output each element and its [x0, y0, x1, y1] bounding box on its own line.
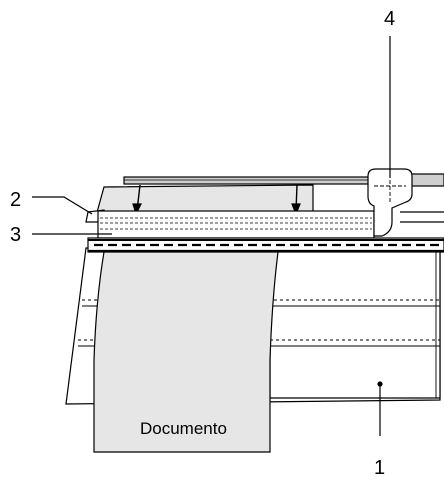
- paper-sheet-front: [269, 249, 441, 399]
- document-body: [93, 251, 279, 453]
- callout-1: 1: [374, 457, 385, 477]
- arrow-head-left: [132, 203, 142, 216]
- leader-dot-1: [377, 381, 383, 387]
- leader-lines: [32, 36, 391, 436]
- knob-body: [367, 168, 413, 237]
- leader-line-2: [32, 196, 93, 215]
- paper-guide-2: [85, 209, 375, 239]
- callout-4: 4: [384, 8, 395, 30]
- paper-guide-body: [97, 210, 375, 239]
- document-label: Documento: [140, 419, 227, 438]
- rail-extension: [407, 173, 444, 187]
- callout-3: 3: [10, 224, 21, 246]
- perforated-bar: [87, 237, 444, 253]
- callout-2: 2: [10, 189, 21, 211]
- guide-rail-bar: [123, 176, 375, 185]
- arrow-head-right: [291, 203, 301, 216]
- document-sheet: Documento: [93, 251, 279, 453]
